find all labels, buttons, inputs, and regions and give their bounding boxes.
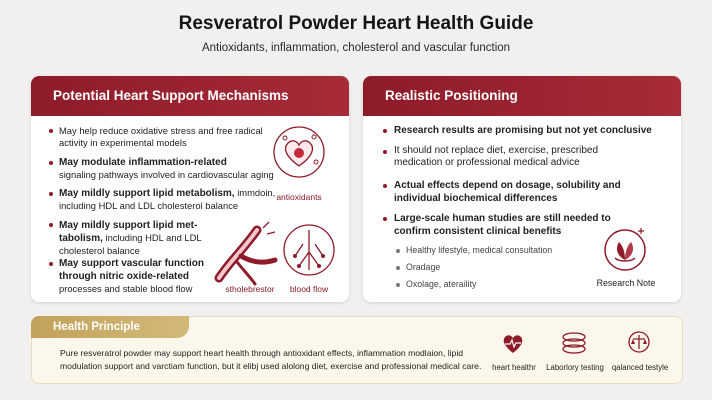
sub-bullet-dot	[396, 266, 400, 270]
health-principle-label: Health Principle	[31, 316, 189, 338]
sub-item-3: Oxolage, ateraility	[406, 279, 477, 289]
research-note-label: Research Note	[596, 278, 656, 288]
sub-bullet-dot	[396, 249, 400, 253]
positioning-card: Realistic Positioning Research results a…	[363, 76, 681, 302]
sub-item-1: Healthy lifestyle, medical consultation	[406, 245, 553, 255]
mechanism-item-5: May support vascular function through ni…	[59, 258, 205, 294]
positioning-item-1: Research results are promising but not y…	[394, 125, 652, 136]
sub-bullet-dot	[396, 283, 400, 287]
bullet-dot	[383, 184, 387, 188]
bullet-dot	[49, 192, 53, 196]
mechanism-item-2: May modulate inflammation-related signal…	[59, 157, 274, 180]
mechanism-item-4: May mildly support lipid met-tabolism, i…	[59, 220, 202, 256]
page-title: Resveratrol Powder Heart Health Guide	[178, 13, 534, 34]
health-principle-panel: Health Principle Pure resveratrol powder…	[31, 316, 683, 384]
mechanism-item-1: May help reduce oxidative stress and fre…	[59, 125, 263, 148]
health-principle-text: Pure resveratrol powder may support hear…	[60, 348, 482, 371]
balanced-lifestyle-label: qalanced testyle	[611, 363, 669, 372]
plant-research-icon	[604, 228, 646, 271]
bullet-dot	[49, 129, 53, 133]
blood-flow-icon	[283, 224, 335, 276]
positioning-item-2: It should not replace diet, exercise, pr…	[394, 145, 598, 168]
bullet-dot	[49, 223, 53, 227]
positioning-heading: Realistic Positioning	[363, 76, 681, 116]
heart-health-label: heart healthr	[492, 363, 536, 372]
blood-flow-label: blood flow	[289, 284, 329, 294]
antioxidants-label: antioxidants	[276, 192, 322, 202]
bullet-dot	[49, 161, 53, 165]
mechanisms-heading: Potential Heart Support Mechanisms	[31, 76, 349, 116]
bullet-dot	[383, 217, 387, 221]
bullet-dot	[383, 129, 387, 133]
balance-icon	[628, 331, 650, 353]
test-stack-icon	[562, 332, 586, 354]
bullet-dot	[383, 150, 387, 154]
positioning-item-3: Actual effects depend on dosage, solubil…	[394, 180, 621, 204]
heart-antioxidant-icon	[273, 126, 325, 178]
heart-pulse-icon	[503, 335, 523, 353]
page-subtitle: Antioxidants, inflammation, cholesterol …	[201, 42, 511, 54]
mechanisms-card: Potential Heart Support Mechanisms May h…	[31, 76, 349, 302]
sub-item-2: Oradage	[406, 262, 441, 272]
positioning-item-4: Large-scale human studies are still need…	[394, 213, 611, 237]
artery-cholesterol-icon	[214, 221, 278, 286]
mechanism-item-3: May mildly support lipid metabolism, imm…	[59, 187, 276, 211]
cholesterol-label: stholebrestor	[225, 284, 275, 294]
bullet-dot	[49, 262, 53, 266]
laboratory-testing-label: Laborlory testing	[546, 363, 604, 372]
